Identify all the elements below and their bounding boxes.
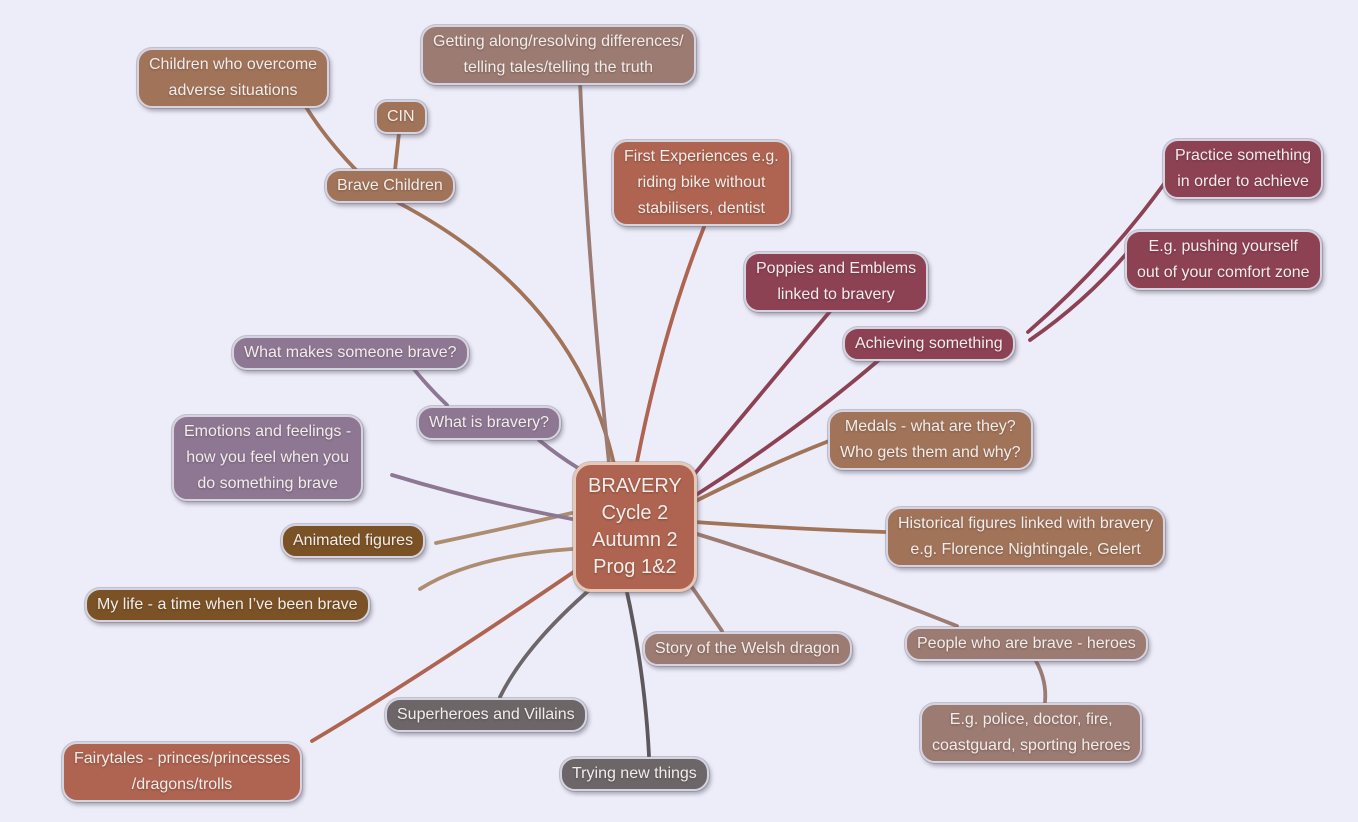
node-children-overcome[interactable]: Children who overcome adverse situations (137, 48, 330, 108)
node-trying-new[interactable]: Trying new things (560, 757, 709, 791)
edge-achieving (678, 357, 882, 507)
node-fairytales[interactable]: Fairytales - princes/princesses /dragons… (62, 742, 303, 802)
edge-trying-new (623, 581, 651, 758)
node-police[interactable]: E.g. police, doctor, fire, coastguard, s… (920, 703, 1143, 763)
node-animated[interactable]: Animated figures (281, 524, 426, 558)
edge-practice (1026, 182, 1166, 334)
edge-police (1034, 659, 1048, 704)
edge-first-experiences (635, 225, 706, 464)
edge-brave-children (395, 200, 616, 466)
node-what-is-bravery[interactable]: What is bravery? (417, 406, 562, 440)
node-cin[interactable]: CIN (375, 100, 427, 134)
node-superheroes[interactable]: Superheroes and Villains (385, 698, 587, 732)
edge-people-brave (679, 527, 959, 628)
node-getting-along[interactable]: Getting along/resolving differences/ tel… (421, 25, 696, 85)
node-historical[interactable]: Historical figures linked with bravery e… (886, 507, 1166, 567)
edge-poppies (676, 307, 834, 496)
edge-children-overcome (301, 100, 358, 172)
node-emotions[interactable]: Emotions and feelings - how you feel whe… (172, 415, 364, 501)
edge-historical (679, 519, 887, 534)
node-pushing[interactable]: E.g. pushing yourself out of your comfor… (1125, 230, 1322, 290)
edge-fairytales (310, 565, 583, 743)
edge-pushing (1028, 251, 1129, 342)
node-my-life[interactable]: My life - a time when I’ve been brave (85, 588, 370, 622)
edge-animated (434, 511, 574, 545)
node-what-makes[interactable]: What makes someone brave? (232, 336, 469, 370)
node-achieving[interactable]: Achieving something (843, 327, 1015, 361)
edge-my-life (418, 547, 574, 591)
edge-superheroes (498, 578, 603, 699)
node-medals[interactable]: Medals - what are they? Who gets them an… (828, 410, 1033, 470)
edge-cin (393, 131, 401, 172)
node-brave-children[interactable]: Brave Children (325, 169, 455, 203)
node-welsh-dragon[interactable]: Story of the Welsh dragon (643, 632, 852, 666)
node-first-experiences[interactable]: First Experiences e.g. riding bike witho… (612, 140, 791, 226)
edge-what-is-bravery (537, 438, 580, 470)
center-node-bravery[interactable]: BRAVERY Cycle 2 Autumn 2 Prog 1&2 (573, 462, 697, 592)
node-practice[interactable]: Practice something in order to achieve (1163, 139, 1324, 199)
edge-getting-along (578, 79, 611, 465)
edge-emotions (390, 473, 574, 521)
edge-medals (678, 439, 831, 511)
node-people-brave[interactable]: People who are brave - heroes (905, 627, 1148, 661)
edge-what-makes (411, 366, 449, 407)
node-poppies[interactable]: Poppies and Emblems linked to bravery (744, 252, 929, 312)
